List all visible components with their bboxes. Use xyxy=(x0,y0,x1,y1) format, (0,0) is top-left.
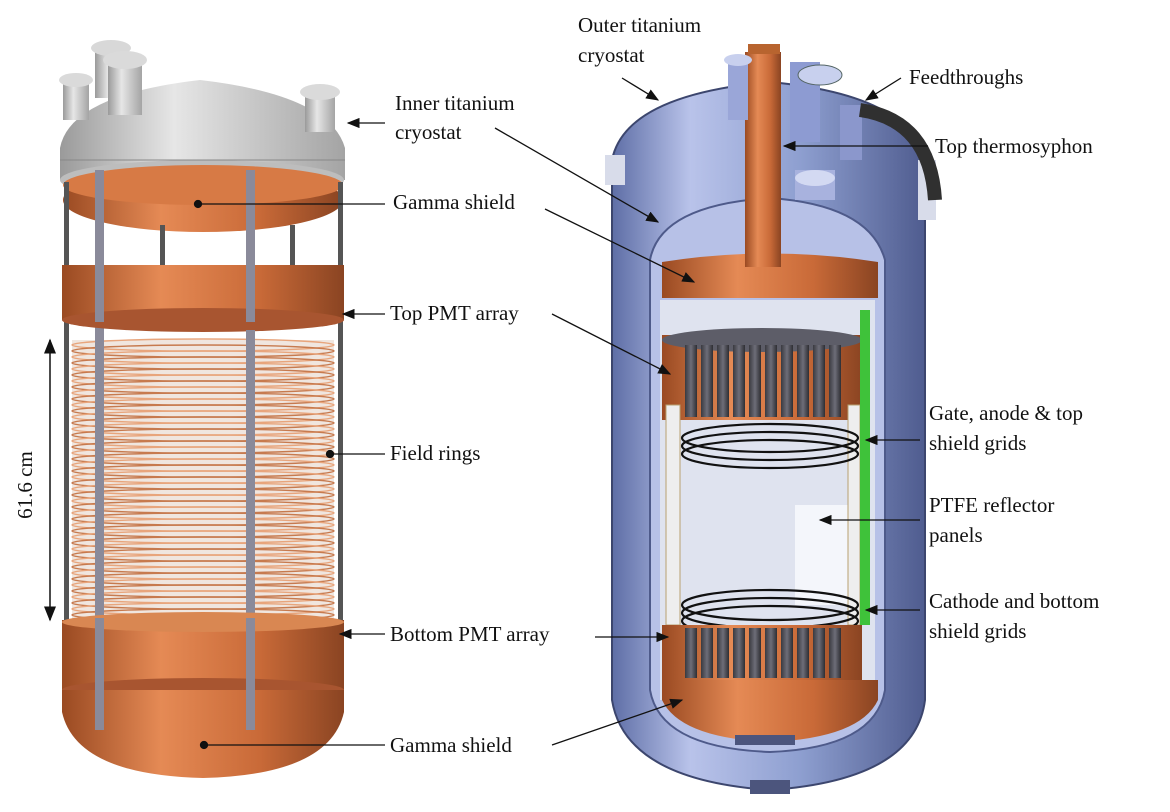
pmt-tube xyxy=(717,345,729,417)
pmt-tube xyxy=(685,628,697,678)
pmt-tube xyxy=(717,628,729,678)
label-bottom-pmt-array: Bottom PMT array xyxy=(390,622,550,646)
label-top-pmt-array: Top PMT array xyxy=(390,301,519,325)
label-dimension: 61.6 cm xyxy=(13,451,37,519)
top-grids xyxy=(680,422,860,470)
pmt-tube xyxy=(749,345,761,417)
green-strip xyxy=(860,310,870,625)
pmt-tube xyxy=(701,345,713,417)
cutaway-bottom-pmt-array xyxy=(662,625,862,690)
top-gamma-shield xyxy=(63,165,343,232)
tpc-assembly-illustration xyxy=(59,40,345,778)
pmt-tube xyxy=(797,628,809,678)
pmt-tube xyxy=(701,628,713,678)
feedthrough-ports xyxy=(724,54,942,201)
label-grids-bottom-line1: Cathode and bottom xyxy=(929,589,1100,613)
pmt-tube xyxy=(765,345,777,417)
label-grids-bottom-line2: shield grids xyxy=(929,619,1027,643)
pmt-tube xyxy=(781,345,793,417)
label-outer-cryostat-line1: Outer titanium xyxy=(578,13,702,37)
pmt-tube xyxy=(829,345,841,417)
bottom-gamma-shield xyxy=(62,690,344,778)
cryostat-cutaway-illustration xyxy=(605,44,942,794)
top-pmt-array xyxy=(62,262,344,332)
pmt-tube xyxy=(749,628,761,678)
label-grids-top-line1: Gate, anode & top xyxy=(929,401,1083,425)
pmt-tube xyxy=(829,628,841,678)
leader-lines-right xyxy=(494,77,928,746)
pmt-tube xyxy=(733,628,745,678)
label-ptfe-line1: PTFE reflector xyxy=(929,493,1055,517)
pmt-tube xyxy=(733,345,745,417)
label-ptfe-line2: panels xyxy=(929,523,983,547)
cutaway-bottom-gamma-shield xyxy=(662,680,878,742)
label-field-rings: Field rings xyxy=(390,441,481,465)
label-inner-cryostat-line1: Inner titanium xyxy=(395,91,515,115)
top-thermosyphon-pipe xyxy=(745,52,781,267)
label-outer-cryostat-line2: cryostat xyxy=(578,43,645,67)
bottom-pmt-array xyxy=(62,612,344,702)
pmt-tube xyxy=(813,345,825,417)
label-top-thermosyphon: Top thermosyphon xyxy=(935,134,1093,158)
label-inner-cryostat-line2: cryostat xyxy=(395,120,462,144)
cutaway-top-pmt-array xyxy=(662,328,862,420)
label-feedthroughs: Feedthroughs xyxy=(909,65,1024,89)
label-gamma-shield-top: Gamma shield xyxy=(393,190,515,214)
leader-lines-left xyxy=(193,117,385,750)
label-grids-top-line2: shield grids xyxy=(929,431,1027,455)
field-cage xyxy=(71,330,335,630)
pmt-tube xyxy=(765,628,777,678)
pmt-tube xyxy=(813,628,825,678)
pmt-tube xyxy=(797,345,809,417)
label-gamma-shield-bottom: Gamma shield xyxy=(390,733,512,757)
cutaway-top-gamma-shield xyxy=(662,253,878,298)
pmt-tube xyxy=(781,628,793,678)
pmt-tube xyxy=(685,345,697,417)
